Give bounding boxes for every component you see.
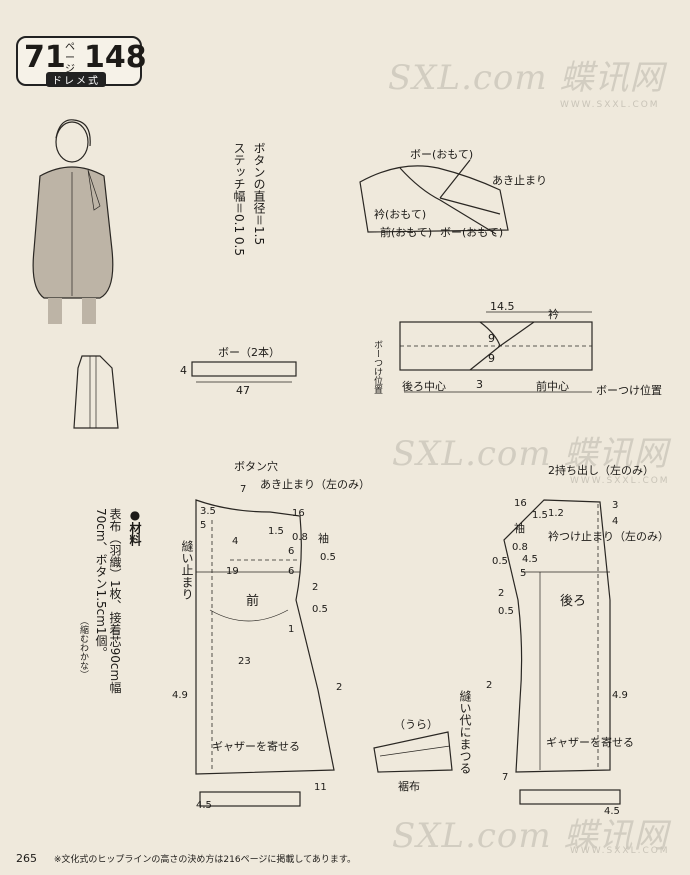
bow-strip bbox=[191, 361, 297, 377]
fold-detail bbox=[373, 731, 453, 773]
front-dimension: 0.5 bbox=[312, 604, 328, 615]
badge-number-right: 148 bbox=[84, 40, 147, 75]
watermark-site-bottom: WWW.SXXL.COM bbox=[570, 846, 670, 856]
badge-method: ドレメ式 bbox=[46, 72, 106, 87]
front-dimension: 1 bbox=[288, 624, 295, 635]
back-bodice-outline bbox=[503, 499, 621, 805]
collar-front-center: 前中心 bbox=[536, 380, 569, 393]
back-dimension: 2 bbox=[498, 588, 505, 599]
front-dimension: 7 bbox=[240, 484, 247, 495]
front-dimension: 0.5 bbox=[320, 552, 336, 563]
back-dimension: 16 bbox=[514, 498, 527, 509]
page-number: 265 bbox=[16, 852, 37, 865]
back-dimension: 0.5 bbox=[498, 606, 514, 617]
back-seam-allowance: 縫い代にまつる bbox=[458, 690, 472, 774]
front-dimension: 0.8 bbox=[292, 532, 308, 543]
front-slit-stop: あき止まり（左のみ） bbox=[260, 478, 370, 491]
back-gather: ギャザーを寄せる bbox=[546, 736, 634, 749]
front-dimension: 2 bbox=[336, 682, 343, 693]
back-collar-pos: 衿つけ止まり（左のみ） bbox=[548, 530, 669, 543]
front-dimension: 5 bbox=[200, 520, 207, 531]
back-label: 後ろ bbox=[560, 594, 587, 609]
back-dimension: 4 bbox=[612, 516, 619, 527]
detail-slit-stop: あき止まり bbox=[492, 174, 547, 187]
back-dimension: 1.2 bbox=[548, 508, 564, 519]
watermark-site-middle: WWW.SXXL.COM bbox=[570, 476, 670, 486]
front-dimension: 16 bbox=[292, 508, 305, 519]
page-badge: 71 ページ 148 ドレメ式 bbox=[16, 36, 147, 87]
badge-number-left: 71 bbox=[24, 40, 66, 75]
materials-heading: ●材料 bbox=[128, 508, 142, 546]
materials-note: （縮むわかな） bbox=[78, 616, 88, 679]
front-dimension: 23 bbox=[238, 656, 251, 667]
collar-left-side: ボーつけ位置 bbox=[372, 340, 382, 394]
detail-bow-outer: ボー(おもて) bbox=[410, 148, 474, 161]
back-dimension: 4.9 bbox=[612, 690, 628, 701]
back-pleat: 2持ち出し（左のみ） bbox=[548, 464, 654, 477]
detail-collar-outer: 衿(おもて) bbox=[374, 208, 427, 221]
watermark-top: SXL.com 蝶讯网 bbox=[388, 58, 665, 98]
back-dimension: 4.5 bbox=[522, 554, 538, 565]
bow-length: 47 bbox=[236, 384, 250, 397]
back-inner: （うら） bbox=[394, 718, 438, 731]
front-dimension: 4.9 bbox=[172, 690, 188, 701]
note-stitch-width: ステッチ幅＝0.1 0.5 bbox=[232, 142, 246, 256]
collar-title: 衿 bbox=[548, 308, 559, 321]
detail-front-outer: 前(おもて) bbox=[380, 226, 433, 239]
detail-bow-outer-2: ボー(おもて) bbox=[440, 226, 504, 239]
front-bodice-outline bbox=[195, 499, 335, 807]
front-button-hole: ボタン穴 bbox=[234, 460, 278, 473]
back-dimension: 5 bbox=[520, 568, 527, 579]
back-dimension: 2 bbox=[486, 680, 493, 691]
bow-title: ボー（2本） bbox=[218, 346, 280, 359]
back-dimension: 0.8 bbox=[512, 542, 528, 553]
front-label: 前 bbox=[246, 594, 260, 609]
badge-unit: ページ bbox=[65, 42, 75, 75]
front-dimension: 11 bbox=[314, 782, 327, 793]
front-dimension: 6 bbox=[288, 546, 295, 557]
note-button-diameter: ボタンの直径＝1.5 bbox=[252, 142, 266, 246]
collar-back-center: 後ろ中心 bbox=[402, 380, 446, 393]
collar-detail-sketch bbox=[359, 159, 509, 235]
front-dimension: 3.5 bbox=[200, 506, 216, 517]
front-dimension: 4.5 bbox=[196, 800, 212, 811]
collar-dim-2: 9 bbox=[488, 352, 495, 365]
footer: 265 ※文化式のヒップラインの高さの決め方は216ページに掲載してあります。 bbox=[16, 852, 356, 865]
front-dimension: 2 bbox=[312, 582, 319, 593]
watermark-middle: SXL.com 蝶讯网 bbox=[392, 434, 669, 474]
model-illustration bbox=[32, 119, 114, 324]
front-sleeve: 袖 bbox=[318, 532, 329, 545]
front-dimension: 19 bbox=[226, 566, 239, 577]
front-sew-stop: 縫い止まり bbox=[180, 540, 194, 600]
back-view-sketch bbox=[73, 355, 119, 429]
watermark-bottom: SXL.com 蝶讯网 bbox=[392, 816, 669, 856]
collar-strip bbox=[399, 311, 593, 393]
back-sleeve: 袖 bbox=[514, 522, 525, 535]
watermark-site-top: WWW.SXXL.COM bbox=[560, 100, 660, 110]
collar-dim-top: 14.5 bbox=[490, 300, 515, 313]
bow-width: 4 bbox=[180, 364, 187, 377]
materials-body: 表布（羽織）1枚、接着芯90cm幅70cm、ボタン1.5cm1個。 bbox=[94, 508, 122, 694]
collar-dim-3: 3 bbox=[476, 378, 483, 391]
front-dimension: 6 bbox=[288, 566, 295, 577]
back-waist-fabric: 裾布 bbox=[398, 780, 420, 793]
back-dimension: 1.5 bbox=[532, 510, 548, 521]
back-dimension: 0.5 bbox=[492, 556, 508, 567]
front-dimension: 4 bbox=[232, 536, 239, 547]
collar-right-side: ボーつけ位置 bbox=[596, 384, 662, 397]
back-dimension: 4.5 bbox=[604, 806, 620, 817]
collar-dim-1: 9 bbox=[488, 332, 495, 345]
footer-note: ※文化式のヒップラインの高さの決め方は216ページに掲載してあります。 bbox=[53, 855, 356, 865]
front-dimension: 1.5 bbox=[268, 526, 284, 537]
back-dimension: 7 bbox=[502, 772, 509, 783]
front-gather: ギャザーを寄せる bbox=[212, 740, 300, 753]
back-dimension: 3 bbox=[612, 500, 619, 511]
